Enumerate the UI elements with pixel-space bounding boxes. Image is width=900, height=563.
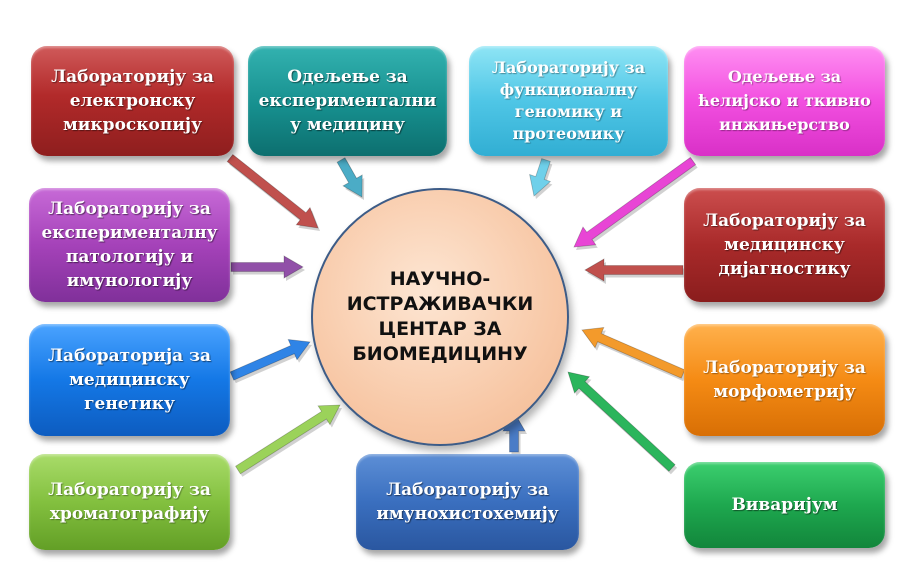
box-electron-microscopy-line-3: микроскопију: [63, 115, 202, 135]
box-morphometry: Лабораторију за морфометрију: [684, 324, 885, 436]
box-electron-microscopy-line-2: електронску: [69, 91, 196, 111]
box-diagnostics-line-1: Лабораторију за: [703, 211, 866, 231]
box-electron-microscopy-line-1: Лабораторију за: [51, 67, 214, 87]
box-pathology-line-1: Лабораторију за: [48, 199, 211, 219]
box-genetics-line-1: Лабораторија за: [48, 346, 211, 366]
box-pathology-line-4: имунологију: [66, 271, 193, 291]
box-functional-genomics-line-4: протеомику: [512, 124, 625, 143]
box-morphometry-line-1: Лабораторију за: [703, 358, 866, 378]
arrow-chromatography: [235, 404, 341, 475]
box-medical-diagnostics: Лабораторију за медицинску дијагностику: [684, 188, 885, 302]
box-diagnostics-line-2: медицинску: [724, 235, 845, 255]
box-electron-microscopy: Лабораторију за електронску микроскопију: [31, 46, 234, 156]
box-pathology-line-2: експерименталну: [41, 223, 218, 243]
box-experimental-pathology: Лабораторију за експерименталну патологи…: [29, 188, 230, 302]
arrow-experimental-medicine: [336, 157, 363, 198]
center-circle: НАУЧНО- ИСТРАЖИВАЧКИ ЦЕНТАР ЗА БИОМЕДИЦИ…: [311, 188, 569, 446]
box-experimental-medicine-line-2: експериментални: [258, 91, 437, 111]
box-functional-genomics-line-1: Лабораторију за: [491, 58, 646, 77]
box-pathology-line-3: патологију и: [65, 247, 194, 267]
arrow-vivarium: [567, 371, 676, 472]
box-cell-tissue-line-1: Одељење за: [727, 67, 842, 86]
box-functional-genomics-line-3: геномику и: [514, 102, 623, 121]
box-functional-genomics: Лабораторију за функционалну геномику и …: [469, 46, 668, 156]
box-experimental-medicine: Одељење за експериментални у медицину: [248, 46, 447, 156]
box-vivarium: Виваријум: [684, 462, 885, 548]
box-cell-tissue-line-3: инжињерство: [719, 115, 850, 134]
box-experimental-medicine-line-1: Одељење за: [287, 67, 408, 87]
box-morphometry-line-2: морфометрију: [713, 382, 856, 402]
arrow-genetics: [229, 339, 311, 381]
box-medical-genetics: Лабораторија за медицинску генетику: [29, 324, 230, 436]
box-cell-tissue-line-2: ћелијско и ткивно: [698, 91, 871, 110]
center-title-line-2: ИСТРАЖИВАЧКИ: [346, 293, 534, 315]
box-chromatography: Лабораторију за хроматографију: [29, 454, 230, 550]
center-title-line-4: БИОМЕДИЦИНУ: [352, 343, 528, 365]
box-vivarium-line-1: Виваријум: [731, 495, 838, 515]
arrow-pathology: [230, 255, 304, 279]
box-cell-tissue-engineering: Одељење за ћелијско и ткивно инжињерство: [684, 46, 885, 156]
center-title-line-1: НАУЧНО-: [389, 268, 491, 290]
box-immunohistochemistry-line-1: Лабораторију за: [386, 480, 549, 500]
arrow-cell-tissue: [573, 156, 697, 248]
box-diagnostics-line-3: дијагностику: [718, 259, 851, 279]
box-functional-genomics-line-2: функционалну: [499, 80, 638, 99]
center-title-line-3: ЦЕНТАР ЗА: [378, 318, 502, 340]
box-immunohistochemistry: Лабораторију за имунохистохемију: [356, 454, 579, 550]
box-genetics-line-3: генетику: [84, 394, 175, 414]
box-genetics-line-2: медицинску: [69, 370, 190, 390]
arrow-diagnostics: [584, 258, 684, 282]
box-immunohistochemistry-line-2: имунохистохемију: [376, 504, 559, 524]
arrow-functional-genomics: [529, 158, 552, 197]
box-chromatography-line-2: хроматографију: [49, 504, 210, 524]
box-experimental-medicine-line-3: у медицину: [290, 115, 405, 135]
arrow-electron-microscopy: [226, 153, 319, 229]
arrow-morphometry: [581, 327, 686, 379]
box-chromatography-line-1: Лабораторију за: [48, 480, 211, 500]
